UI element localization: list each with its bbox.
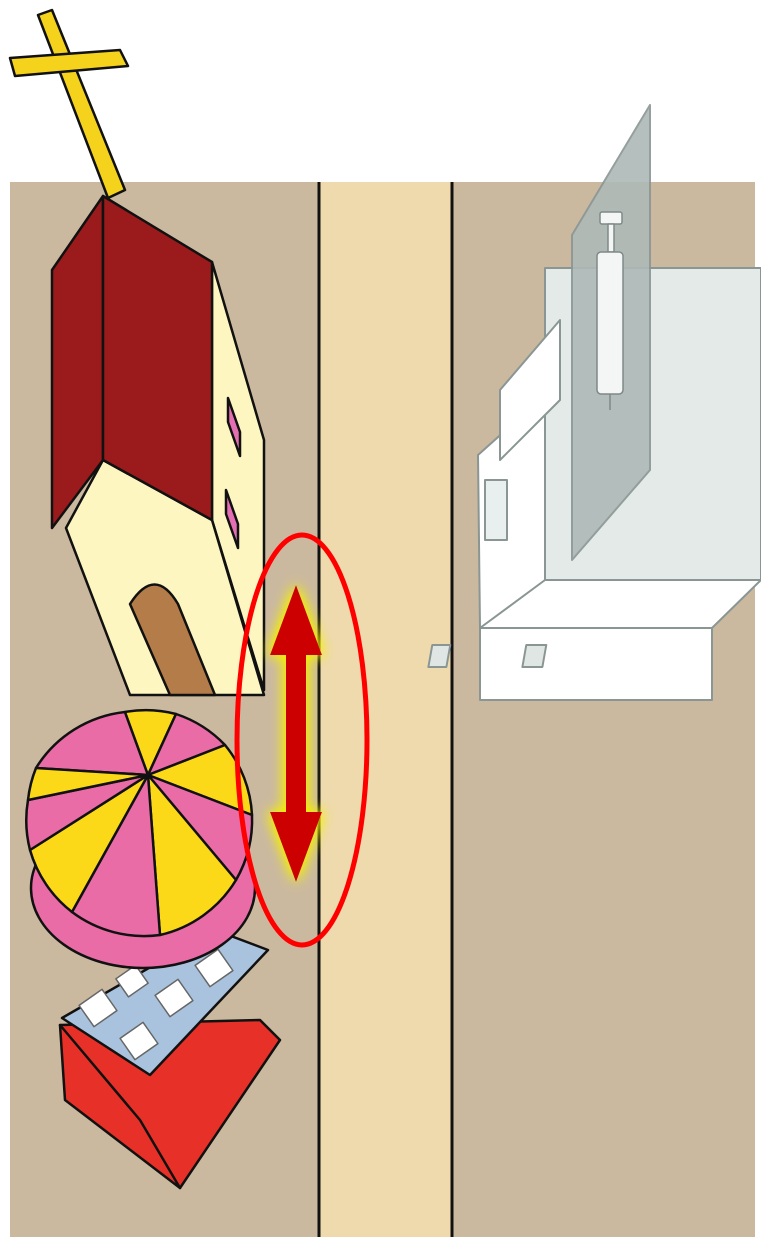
vertical-road: [319, 182, 452, 1237]
cross-icon: [10, 10, 128, 198]
